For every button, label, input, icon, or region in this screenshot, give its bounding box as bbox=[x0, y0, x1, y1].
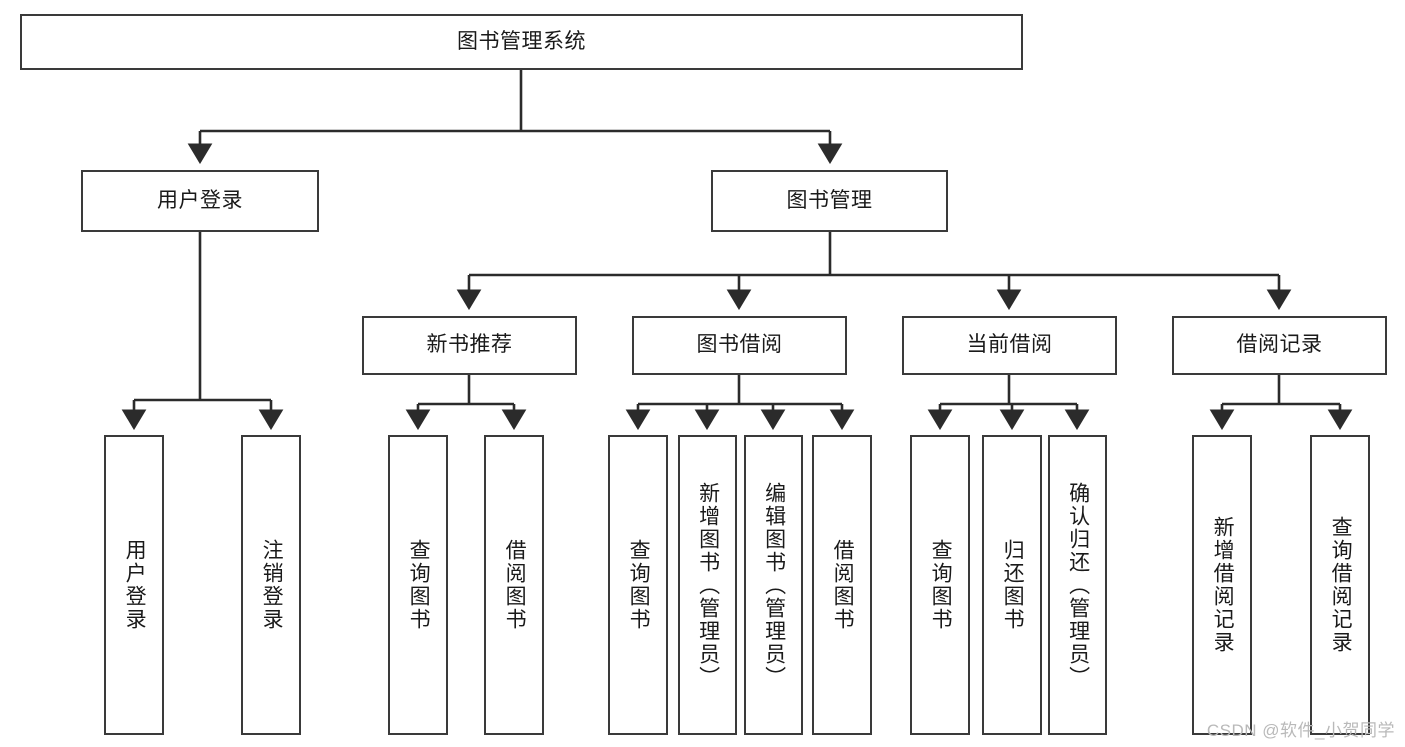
node-current-borrow[interactable]: 当前借阅 bbox=[902, 316, 1117, 375]
watermark: CSDN @软件_小贺同学 bbox=[1206, 721, 1395, 740]
node-leaf-confirm-return[interactable]: 确认归还（管理员） bbox=[1048, 435, 1107, 735]
node-leaf-query-book-1[interactable]: 查询图书 bbox=[388, 435, 448, 735]
node-leaf-query-book-2[interactable]: 查询图书 bbox=[608, 435, 668, 735]
node-new-book-recommend[interactable]: 新书推荐 bbox=[362, 316, 577, 375]
node-leaf-query-book-3[interactable]: 查询图书 bbox=[910, 435, 970, 735]
node-leaf-logout[interactable]: 注销登录 bbox=[241, 435, 301, 735]
node-leaf-add-book[interactable]: 新增图书（管理员） bbox=[678, 435, 737, 735]
node-leaf-add-record[interactable]: 新增借阅记录 bbox=[1192, 435, 1252, 735]
node-root[interactable]: 图书管理系统 bbox=[20, 14, 1023, 70]
node-user-login[interactable]: 用户登录 bbox=[81, 170, 319, 232]
node-book-manage[interactable]: 图书管理 bbox=[711, 170, 948, 232]
node-leaf-borrow-book-2[interactable]: 借阅图书 bbox=[812, 435, 872, 735]
node-book-borrow[interactable]: 图书借阅 bbox=[632, 316, 847, 375]
node-leaf-user-login[interactable]: 用户登录 bbox=[104, 435, 164, 735]
node-leaf-return-book[interactable]: 归还图书 bbox=[982, 435, 1042, 735]
node-borrow-record[interactable]: 借阅记录 bbox=[1172, 316, 1387, 375]
node-leaf-edit-book[interactable]: 编辑图书（管理员） bbox=[744, 435, 803, 735]
node-leaf-borrow-book-1[interactable]: 借阅图书 bbox=[484, 435, 544, 735]
node-leaf-query-record[interactable]: 查询借阅记录 bbox=[1310, 435, 1370, 735]
